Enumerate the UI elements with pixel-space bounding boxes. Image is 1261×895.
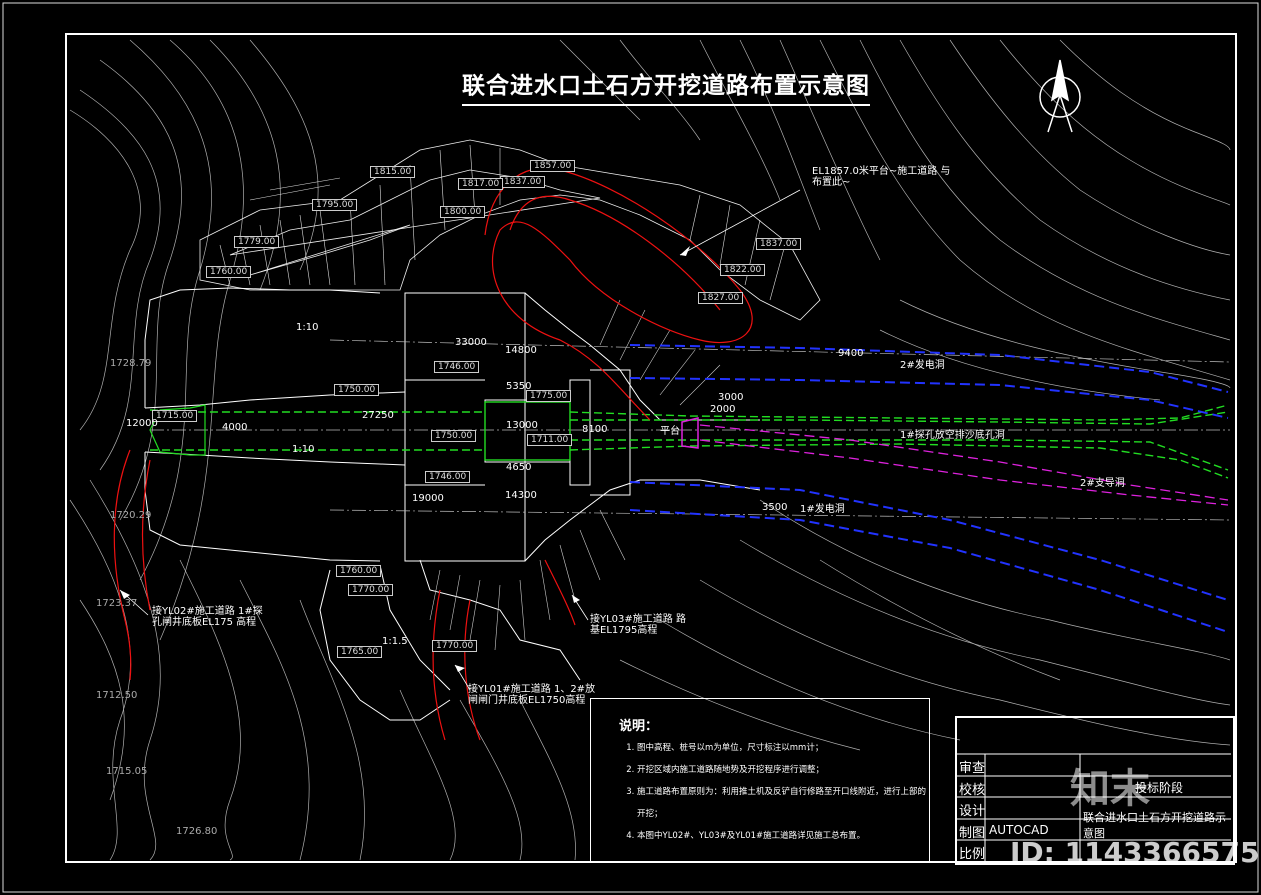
slope-ratio: 1:1.5 (382, 636, 408, 647)
title-block-design: 设计 (959, 804, 986, 819)
elev-box: 1750.00 (431, 430, 477, 442)
dimension: 9400 (838, 348, 864, 359)
slope-ratio: 1:10 (296, 322, 319, 333)
elev-box: 1765.00 (337, 646, 383, 658)
elev-box: 1775.00 (526, 390, 572, 402)
title-block: 审查 校核 设计 制图 比例 投标阶段 联合进水口土石方开挖道路示意图 AUTO… (955, 716, 1235, 865)
dimension: 5350 (506, 381, 532, 392)
dimension: 19000 (412, 493, 444, 504)
elev-box: 1822.00 (720, 264, 766, 276)
elev-box: 1800.00 (440, 206, 486, 218)
notes-list: 图中高程、桩号以m为单位，尺寸标注以mm计； 开挖区域内施工道路随地势及开挖程序… (621, 737, 929, 847)
tunnel-2-label: 2#发电洞 (900, 360, 945, 371)
title-block-review: 审查 (959, 761, 986, 776)
platform-annotation: EL1857.0米平台~施工道路 与布置此~ (812, 166, 951, 188)
elev-box: 1770.00 (348, 584, 394, 596)
platform-label: 平台 (660, 426, 680, 437)
dimension: 2000 (710, 404, 736, 415)
dimension: 4000 (222, 422, 248, 433)
dimension: 14800 (505, 345, 537, 356)
title-block-scale: 比例 (959, 847, 986, 862)
elev-box: 1795.00 (312, 199, 358, 211)
diversion-tunnel-label: 2#支导洞 (1080, 478, 1125, 489)
note-item: 本图中YL02#、YL03#及YL01#施工道路详见施工总布置。 (637, 825, 929, 847)
note-item: 图中高程、桩号以m为单位，尺寸标注以mm计； (637, 737, 929, 759)
elev-box: 1746.00 (425, 471, 471, 483)
spot-height: 1726.80 (176, 826, 218, 837)
tunnel-1-label: 1#发电洞 (800, 504, 845, 515)
elev-box: 1715.00 (152, 410, 198, 422)
elev-box: 1815.00 (370, 166, 416, 178)
notes-panel: 说明： 图中高程、桩号以m为单位，尺寸标注以mm计； 开挖区域内施工道路随地势及… (590, 698, 930, 862)
spot-height: 1723.37 (96, 598, 138, 609)
dimension: 3500 (762, 502, 788, 513)
drawing-title: 联合进水口土石方开挖道路布置示意图 (462, 66, 870, 106)
mid-road-annotation: 接YL01#施工道路 1、2#放闸闸门井底板EL1750高程 (468, 684, 596, 706)
title-block-draft: 制图 (959, 826, 986, 841)
dimension: 8100 (582, 424, 608, 435)
note-item: 施工道路布置原则为：利用推土机及反铲自行修路至开口线附近，进行上部的开挖； (637, 781, 929, 825)
north-arrow-icon (1039, 59, 1081, 133)
elev-box: 1770.00 (432, 640, 478, 652)
elev-box: 1760.00 (206, 266, 252, 278)
notes-heading: 说明： (619, 719, 659, 734)
title-block-software: AUTOCAD (989, 823, 1049, 837)
elev-box: 1711.00 (527, 434, 573, 446)
empty-tunnel-label: 1#探孔放空排沙底孔洞 (900, 430, 1005, 441)
dimension: 12000 (126, 418, 158, 429)
dimension: 13000 (506, 420, 538, 431)
elev-box: 1837.00 (756, 238, 802, 250)
watermark-id: ID: 1143366575 (1010, 836, 1260, 869)
spot-height: 1728.79 (110, 358, 152, 369)
right-road-annotation: 接YL03#施工道路 路基EL1795高程 (590, 614, 686, 636)
dimension: 27250 (362, 410, 394, 421)
dimension: 14300 (505, 490, 537, 501)
elev-box: 1746.00 (434, 361, 480, 373)
slope-ratio: 1:10 (292, 444, 315, 455)
title-block-drawing-name: 联合进水口土石方开挖道路示意图 (1083, 811, 1226, 840)
dimension: 4650 (506, 462, 532, 473)
elev-box: 1750.00 (334, 384, 380, 396)
title-block-stage: 投标阶段 (1135, 781, 1184, 795)
spot-height: 1720.29 (110, 510, 152, 521)
elev-box: 1827.00 (698, 292, 744, 304)
left-road-annotation: 接YL02#施工道路 1#探孔闸井底板EL175 高程 (152, 606, 263, 628)
elev-box: 1817.00 (458, 178, 504, 190)
dimension: 33000 (455, 337, 487, 348)
elev-box: 1760.00 (336, 565, 382, 577)
elev-box: 1857.00 (530, 160, 576, 172)
elev-box: 1779.00 (234, 236, 280, 248)
spot-height: 1715.05 (106, 766, 148, 777)
note-item: 开挖区域内施工道路随地势及开挖程序进行调整； (637, 759, 929, 781)
watermark-brand: 知末 (1070, 766, 1150, 812)
dimension: 3000 (718, 392, 744, 403)
spot-height: 1712.50 (96, 690, 138, 701)
title-block-check: 校核 (959, 783, 986, 798)
elev-box: 1837.00 (500, 176, 546, 188)
